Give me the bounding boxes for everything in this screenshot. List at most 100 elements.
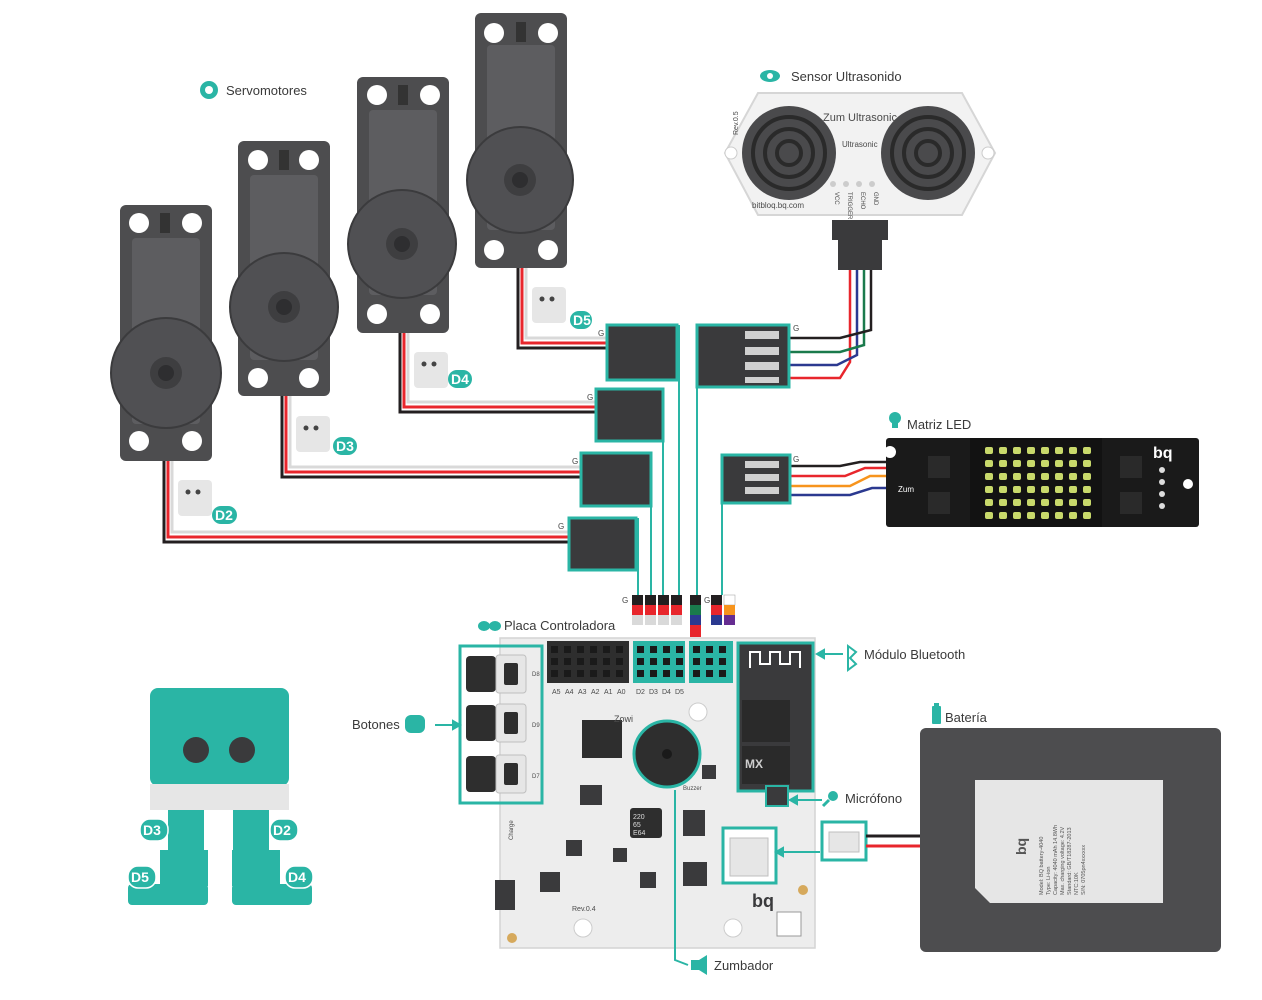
controller-label: Placa Controladora <box>504 618 616 633</box>
battery-spec-line: Model: BQ battery-4040 <box>1039 837 1045 895</box>
led-dot <box>1013 460 1021 467</box>
led-board-name: Zum <box>898 485 914 494</box>
led-dot <box>1069 486 1077 493</box>
led-dot <box>985 473 993 480</box>
button-d9[interactable] <box>466 703 527 743</box>
battery-spec-line: Standard: GB/T18287-2013 <box>1067 827 1073 895</box>
led-dot <box>1013 486 1021 493</box>
analog-a5: A5 <box>552 689 561 696</box>
led-dot <box>985 486 993 493</box>
header-pin <box>590 670 597 677</box>
battery-spec-line: NTC:10K <box>1074 872 1080 895</box>
led-board-brand: bq <box>1153 445 1173 462</box>
battery-label: Batería <box>945 710 988 725</box>
buttons-label: Botones <box>352 717 400 732</box>
led-dot <box>1041 447 1049 454</box>
led-matrix-board: bq Zum <box>884 438 1199 527</box>
led-dot <box>1055 512 1063 519</box>
ultrasonic-sensor: Zum Ultrasonic Ultrasonic bitbloq.bq.com… <box>723 92 997 270</box>
led-dot <box>1069 473 1077 480</box>
servo-connectors: G G G G <box>558 323 679 572</box>
servo-motor-d3 <box>229 141 339 396</box>
header-pin <box>603 646 610 653</box>
header-pin <box>603 670 610 677</box>
button-d8[interactable] <box>466 654 527 694</box>
header-pin <box>693 646 700 653</box>
header-pin <box>676 646 683 653</box>
digital-d2: D2 <box>636 689 645 696</box>
servo-pin-badges: D5 D4 D3 D2 <box>178 287 592 524</box>
led-dot <box>1041 512 1049 519</box>
led-grid <box>985 447 1091 519</box>
board-brand: bq <box>752 891 774 911</box>
button-pin-d9: D9 <box>532 723 540 729</box>
led-dot <box>999 486 1007 493</box>
servo-pin-d2: D2 <box>215 507 233 523</box>
led-dot <box>999 473 1007 480</box>
battery-brand: bq <box>1013 838 1029 855</box>
led-dot <box>1013 447 1021 454</box>
ultrasonic-pin-echo: ECHO <box>859 192 865 210</box>
servomotors-label: Servomotores <box>226 83 307 98</box>
bluetooth-label-group: Módulo Bluetooth <box>847 644 965 672</box>
led-dot <box>1013 512 1021 519</box>
ultrasonic-label: Sensor Ultrasonido <box>791 69 902 84</box>
robot-pin-d5: D5 <box>131 869 149 885</box>
servo-d3-badge: D3 <box>296 416 357 455</box>
led-dot <box>1083 447 1091 454</box>
header-pin <box>577 658 584 665</box>
led-dot <box>985 499 993 506</box>
header-pin <box>564 658 571 665</box>
led-dot <box>1055 499 1063 506</box>
digital-d4: D4 <box>662 689 671 696</box>
led-dot <box>1083 460 1091 467</box>
header-pin <box>564 670 571 677</box>
svg-text:G: G <box>622 596 628 605</box>
ultrasonic-url: bitbloq.bq.com <box>752 201 804 210</box>
robot-figure: D3 D2 D5 D4 <box>127 688 314 905</box>
svg-text:G: G <box>598 329 604 338</box>
header-pin <box>663 658 670 665</box>
led-matrix-label-group: Matriz LED <box>889 412 971 432</box>
led-dot <box>1013 499 1021 506</box>
ultrasonic-rev: Rev.0.5 <box>733 111 740 135</box>
led-matrix-wires <box>790 460 886 497</box>
header-pin <box>650 646 657 653</box>
servo-pin-d4: D4 <box>451 371 469 387</box>
servo-pin-d3: D3 <box>336 438 354 454</box>
header-pin <box>663 670 670 677</box>
header-pin <box>590 646 597 653</box>
board-name: Zowi <box>614 714 633 724</box>
led-dot <box>1027 486 1035 493</box>
header-pin <box>616 658 623 665</box>
microphone-icon <box>828 791 838 801</box>
header-pins <box>551 646 726 677</box>
header-pin <box>603 658 610 665</box>
svg-text:G: G <box>793 455 799 464</box>
robot-pin-d2: D2 <box>273 822 291 838</box>
header-pin <box>637 646 644 653</box>
battery-spec-line: S/N: 0705pn4xxxxxx <box>1081 845 1087 895</box>
servo-motor-d4 <box>347 77 457 333</box>
led-dot <box>985 512 993 519</box>
led-dot <box>1027 499 1035 506</box>
battery-spec-line: Max. charging voltage: 4.2V <box>1060 826 1066 895</box>
led-dot <box>1041 460 1049 467</box>
analog-a3: A3 <box>578 689 587 696</box>
button-d7[interactable] <box>466 754 527 794</box>
svg-text:G: G <box>704 596 710 605</box>
header-pin <box>650 670 657 677</box>
led-matrix-label: Matriz LED <box>907 417 971 432</box>
pointer-arrows <box>435 648 843 966</box>
ultrasonic-pin-vcc: VCC <box>833 192 839 205</box>
servomotors-label-group: Servomotores <box>200 81 307 99</box>
battery-spec-line: Type: Li-ion <box>1046 867 1052 895</box>
header-pin <box>564 646 571 653</box>
servo-pin-d5: D5 <box>573 312 591 328</box>
led-dot <box>1027 512 1035 519</box>
header-pin <box>676 658 683 665</box>
mx-chip-label: MX <box>745 757 763 771</box>
servo-d5-badge: D5 <box>532 287 592 329</box>
controller-board: A5 A4 A3 A2 A1 A0 D2 D3 D4 D5 MX <box>458 637 816 949</box>
